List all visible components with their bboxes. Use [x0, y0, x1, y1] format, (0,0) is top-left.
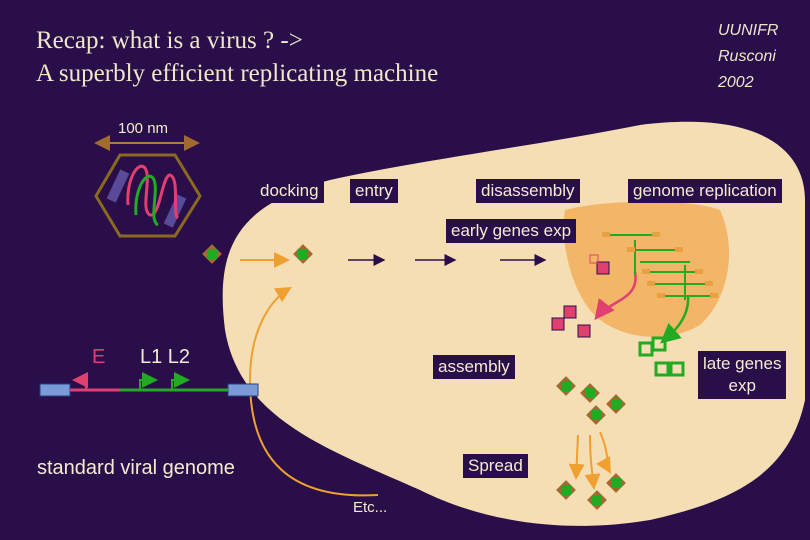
- credit-line-1: UUNIFR: [718, 22, 779, 39]
- slide-title: Recap: what is a virus ? -> A superbly e…: [36, 24, 438, 90]
- scale-label: 100 nm: [118, 120, 169, 137]
- late-genes-line-2: exp: [728, 376, 756, 395]
- genome-caption: standard viral genome: [32, 455, 240, 482]
- genome-label-e: E: [92, 346, 106, 368]
- step-late-genes: late genes exp: [698, 351, 787, 399]
- step-spread: Spread: [463, 454, 528, 478]
- genome-map: [39, 372, 259, 397]
- credit: UUNIFR Rusconi 2002: [718, 18, 778, 96]
- virus-capsid-icon: [94, 153, 202, 238]
- late-proteins: [638, 336, 685, 377]
- genome-ends: [602, 232, 718, 298]
- step-early-genes: early genes exp: [446, 219, 577, 243]
- title-line-1: Recap: what is a virus ? ->: [36, 27, 303, 54]
- replicating-genomes: [605, 234, 715, 300]
- step-assembly: assembly: [433, 355, 515, 379]
- title-line-2: A superbly efficient replicating machine: [36, 60, 439, 87]
- step-etc: Etc...: [348, 497, 393, 518]
- credit-line-2: Rusconi: [718, 48, 776, 65]
- step-docking: docking: [255, 179, 324, 203]
- credit-line-3: 2002: [718, 74, 754, 91]
- step-genome-replication: genome replication: [628, 179, 782, 203]
- step-entry: entry: [350, 179, 398, 203]
- early-proteins: [551, 254, 610, 338]
- late-genes-line-1: late genes: [703, 354, 782, 373]
- virions: [202, 244, 626, 510]
- step-disassembly: disassembly: [476, 179, 580, 203]
- genome-label-l: L1 L2: [140, 346, 191, 368]
